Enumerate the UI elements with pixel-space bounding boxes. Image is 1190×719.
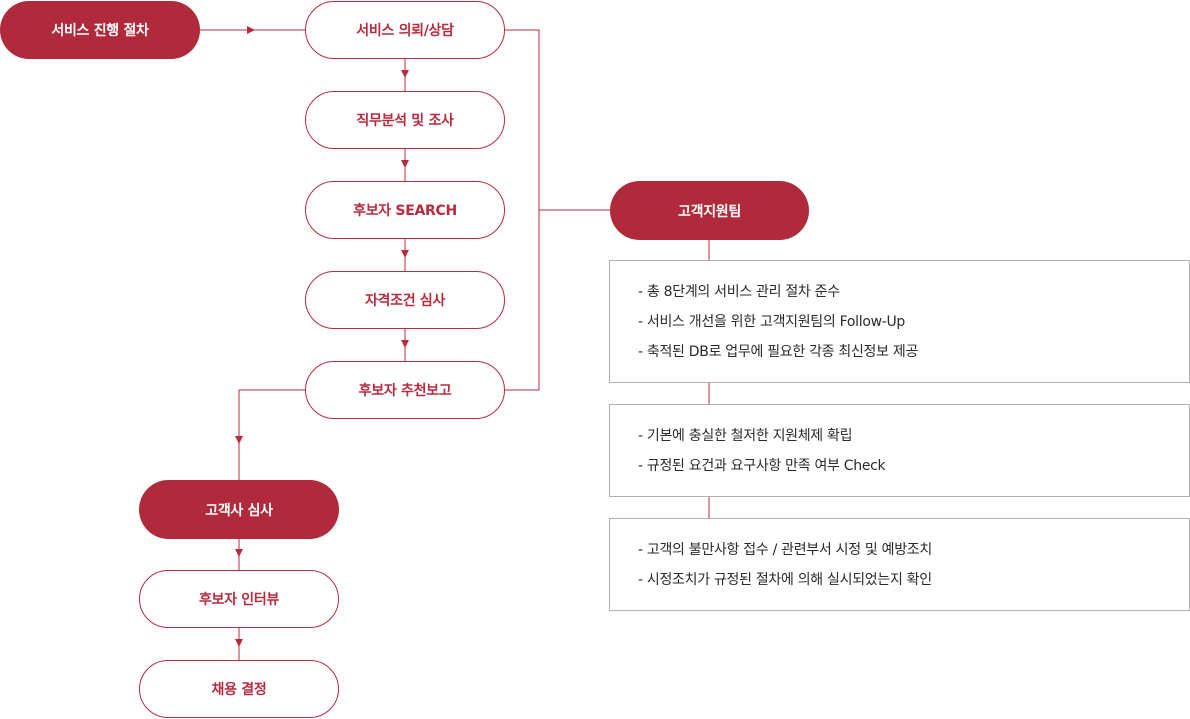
arrow-down-icon [235,639,243,647]
step-job-analysis: 직무분석 및 조사 [305,91,505,149]
step-candidate-report: 후보자 추천보고 [305,361,505,419]
support-item: - 총 8단계의 서비스 관리 절차 준수 [638,283,840,300]
support-item: - 규정된 요건과 요구사항 만족 여부 Check [638,457,886,474]
support-item: - 시정조치가 규정된 절차에 의해 실시되었는지 확인 [638,571,932,588]
arrow-down-icon [401,70,409,78]
support-item: - 기본에 충실한 철저한 지원체제 확립 [638,427,853,444]
support-item: - 서비스 개선을 위한 고객지원팀의 Follow-Up [638,313,906,330]
arrow-down-icon [401,160,409,168]
process-title: 서비스 진행 절차 [0,1,200,59]
step-candidate-search: 후보자 SEARCH [305,181,505,239]
step-hiring-decision: 채용 결정 [139,660,339,718]
support-team-title: 고객지원팀 [610,181,809,240]
support-item: - 고객의 불만사항 접수 / 관련부서 시정 및 예방조치 [638,541,932,558]
step-candidate-interview: 후보자 인터뷰 [139,570,339,628]
arrow-down-icon [235,549,243,557]
support-box-3: - 고객의 불만사항 접수 / 관련부서 시정 및 예방조치 - 시정조치가 규… [609,518,1190,611]
arrow-down-icon [401,340,409,348]
step-service-request: 서비스 의뢰/상담 [305,1,505,59]
step-qualification-review: 자격조건 심사 [305,271,505,329]
arrow-right-icon [247,26,255,34]
arrow-down-icon [401,250,409,258]
support-item: - 축적된 DB로 업무에 필요한 각종 최신정보 제공 [638,343,919,360]
support-box-1: - 총 8단계의 서비스 관리 절차 준수 - 서비스 개선을 위한 고객지원팀… [609,260,1190,383]
arrow-down-icon [235,436,243,444]
support-box-2: - 기본에 충실한 철저한 지원체제 확립 - 규정된 요건과 요구사항 만족 … [609,404,1190,497]
client-review-title: 고객사 심사 [139,480,339,539]
